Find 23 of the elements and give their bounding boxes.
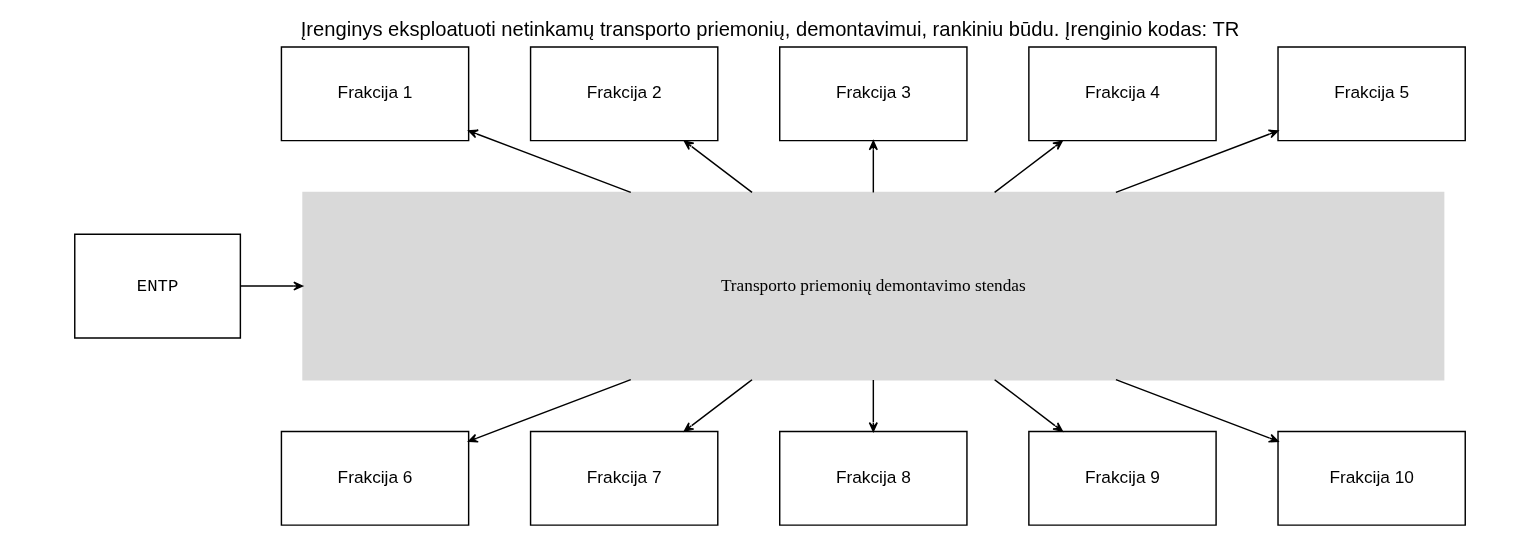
node-box: Frakcija 2	[529, 46, 718, 142]
node-box: Frakcija 7	[529, 430, 718, 526]
node-box: Frakcija 6	[280, 430, 469, 526]
node-box: Frakcija 10	[1276, 430, 1466, 526]
node-box: Frakcija 3	[778, 46, 968, 142]
node-box: Frakcija 5	[1276, 46, 1466, 142]
node-box: ENTP	[73, 233, 241, 339]
arrow	[1114, 378, 1279, 443]
arrow	[467, 378, 631, 443]
node-box: Frakcija 9	[1027, 430, 1217, 526]
arrow	[993, 140, 1063, 194]
arrow	[683, 140, 753, 194]
arrow	[239, 281, 303, 291]
node-box: Frakcija 1	[280, 46, 469, 142]
arrow	[683, 378, 753, 432]
diagram-title: Įrenginys eksploatuoti netinkamų transporto priemonių, demontavimui, rankiniu būdu. Įrenginio kodas: TR	[300, 17, 1239, 40]
arrow	[868, 140, 878, 194]
node-box: Frakcija 4	[1027, 46, 1217, 142]
node-box: Frakcija 8	[778, 430, 968, 526]
arrow	[467, 129, 631, 194]
arrow	[868, 379, 878, 432]
node-box: Transporto priemonių demontavimo stendas	[301, 191, 1444, 381]
arrow	[993, 378, 1063, 432]
